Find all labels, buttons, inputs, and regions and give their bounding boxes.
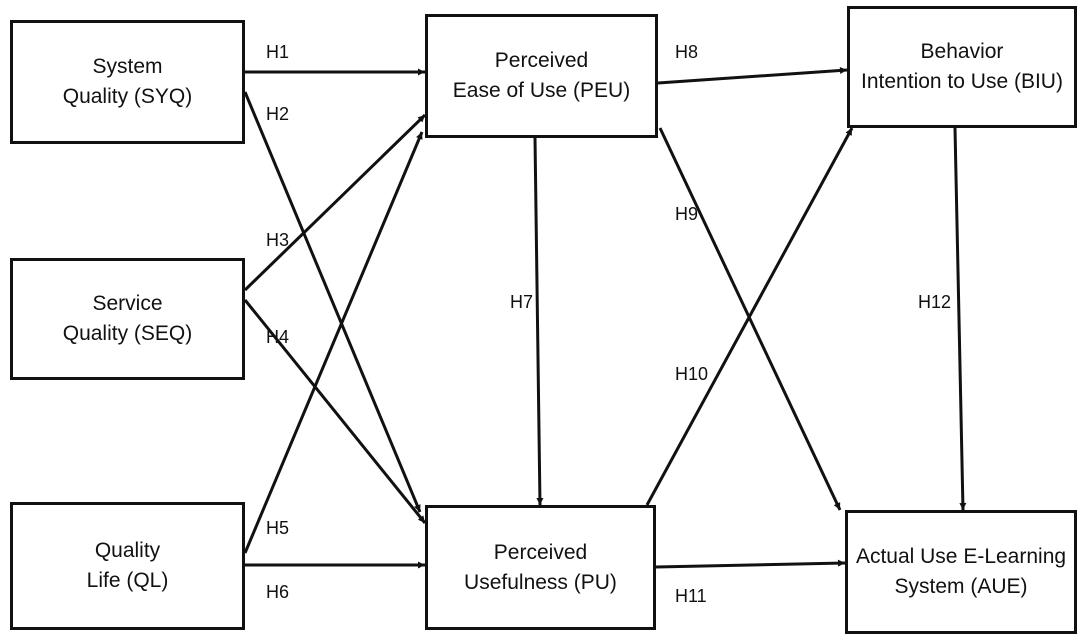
arrow-h3 (243, 113, 427, 292)
label-h5: H5 (266, 518, 290, 538)
label-h8: H8 (675, 42, 699, 62)
node-system-quality: System Quality (SYQ) (10, 20, 245, 144)
arrow-h8 (657, 66, 848, 85)
arrow-h10 (645, 127, 854, 506)
node-perceived-usefulness: Perceived Usefulness (PU) (425, 505, 656, 630)
node-line-2: Intention to Use (BIU) (861, 70, 1063, 93)
label-h12: H12 (918, 292, 952, 312)
node-line-1: Perceived (494, 49, 589, 72)
arrow-h2 (243, 91, 422, 513)
node-quality-life: Quality Life (QL) (10, 502, 245, 630)
label-h9: H9 (675, 204, 699, 224)
node-line-1: Service (92, 292, 163, 315)
label-h11: H11 (675, 586, 707, 606)
node-line-1: Perceived (493, 540, 588, 564)
node-line-2: Usefulness (PU) (464, 570, 617, 594)
node-line-2: Quality (SEQ) (62, 322, 193, 345)
node-line-2: Quality (SYQ) (62, 85, 193, 108)
label-h4: H4 (266, 327, 290, 347)
label-h6: H6 (266, 582, 290, 602)
arrow-h7 (533, 137, 544, 506)
node-line-1: Behavior (920, 40, 1004, 63)
label-h7: H7 (510, 292, 534, 312)
node-line-2: Ease of Use (PEU) (452, 79, 631, 102)
label-h1: H1 (266, 42, 290, 62)
node-line-1: System (92, 55, 163, 78)
label-h3: H3 (266, 230, 290, 250)
arrow-h11 (655, 559, 846, 569)
node-behavior-intention-to-use: Behavior Intention to Use (BIU) (847, 6, 1077, 128)
node-line-1: Quality (94, 539, 161, 562)
node-perceived-ease-of-use: Perceived Ease of Use (PEU) (425, 14, 658, 138)
arrow-h4 (243, 299, 427, 524)
arrow-h5 (243, 131, 424, 554)
arrow-h12 (953, 127, 967, 511)
arrow-h9 (658, 127, 842, 511)
node-line-2: System (AUE) (894, 575, 1028, 598)
node-line-2: Life (QL) (86, 569, 169, 592)
node-actual-use-e-learning: Actual Use E-Learning System (AUE) (845, 510, 1077, 634)
node-line-1: Actual Use E-Learning (855, 545, 1067, 568)
label-h2: H2 (266, 104, 290, 124)
node-service-quality: Service Quality (SEQ) (10, 258, 245, 380)
label-h10: H10 (675, 364, 709, 384)
